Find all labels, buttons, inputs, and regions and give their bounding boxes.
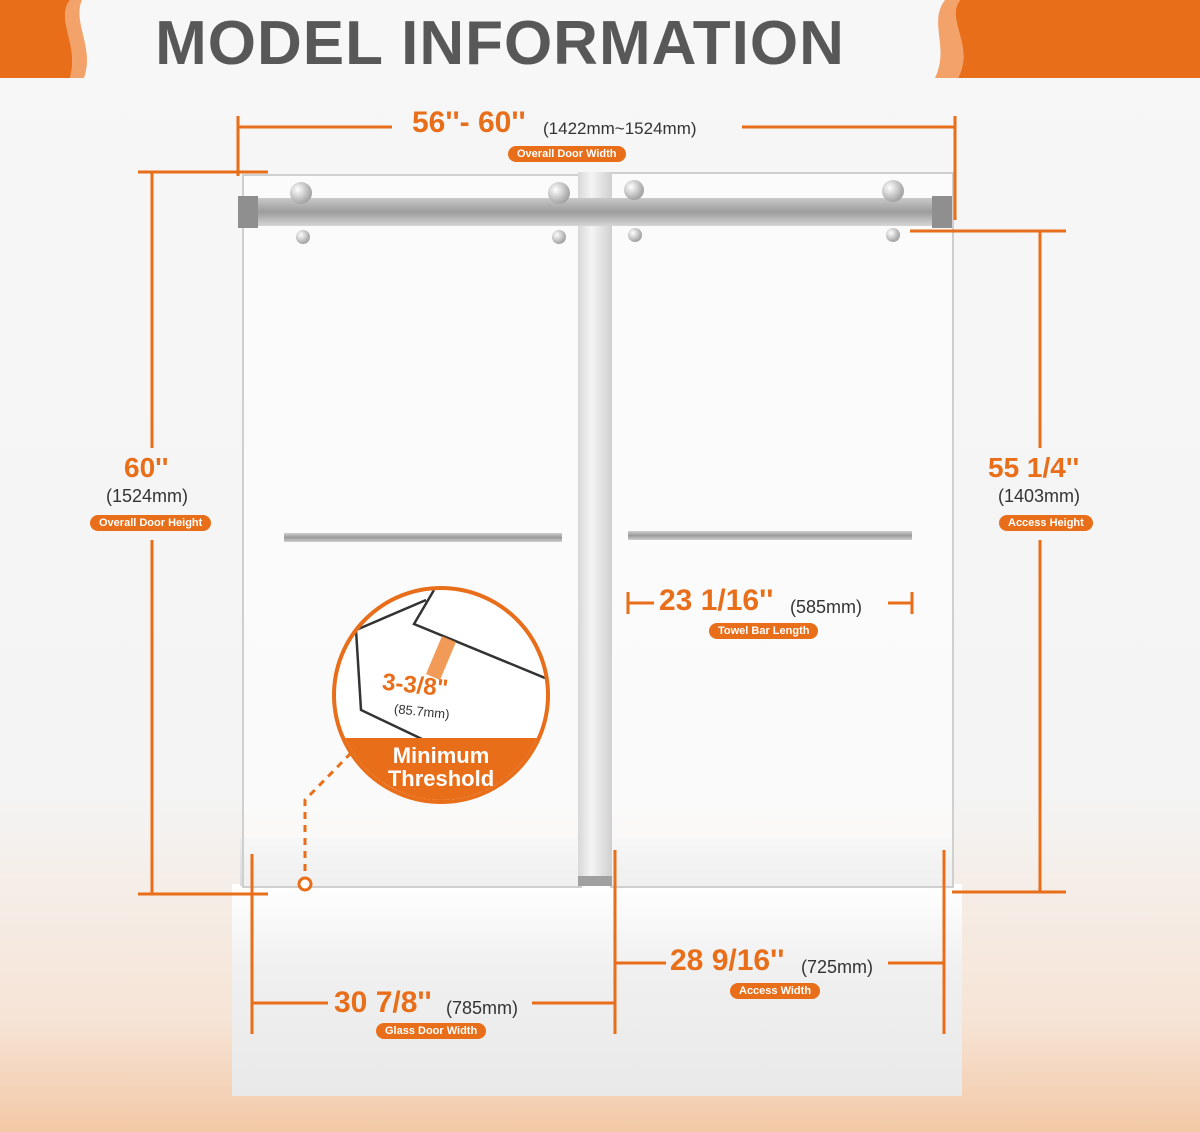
overall-width-mm: (1422mm~1524mm) (543, 119, 697, 138)
roller-icon (290, 182, 312, 204)
bathtub (232, 884, 962, 1096)
roller-icon (548, 182, 570, 204)
access-height-inches: 55 1/4'' (988, 452, 1080, 483)
overall-width-label: Overall Door Width (508, 146, 626, 162)
roller-icon (552, 230, 566, 244)
threshold-callout: 3-3/8" (85.7mm) Minimum Threshold (332, 586, 550, 804)
roller-icon (624, 180, 644, 200)
glass-width-inches: 30 7/8'' (334, 986, 432, 1019)
roller-icon (628, 228, 642, 242)
overall-width-inches: 56''- 60'' (412, 106, 526, 139)
threshold-line1: Minimum (392, 743, 490, 768)
center-divider (578, 172, 612, 884)
rail-end-cap-left (238, 196, 258, 228)
roller-icon (296, 230, 310, 244)
access-height-mm: (1403mm) (998, 486, 1081, 506)
page-title: MODEL INFORMATION (155, 9, 845, 78)
left-towel-bar (284, 533, 562, 542)
glass-width-label: Glass Door Width (376, 1023, 487, 1039)
overall-height-label: Overall Door Height (90, 515, 212, 531)
towel-bar-mm: (585mm) (790, 597, 863, 617)
access-width-inches: 28 9/16'' (670, 944, 785, 977)
rail-end-cap-right (932, 196, 952, 228)
sliding-rail (238, 198, 952, 226)
overall-height-inches: 60'' (124, 452, 169, 483)
access-width-label: Access Width (730, 983, 821, 999)
roller-icon (886, 228, 900, 242)
overall-height-mm: (1524mm) (106, 486, 189, 506)
access-height-label: Access Height (999, 515, 1093, 531)
threshold-line2: Threshold (387, 766, 495, 791)
floor-guide (578, 876, 612, 886)
right-glass-panel (610, 172, 954, 888)
right-towel-bar (628, 531, 912, 540)
header-decoration (0, 0, 1200, 78)
threshold-band: Minimum Threshold (336, 738, 546, 800)
towel-bar-inches: 23 1/16'' (659, 584, 774, 617)
roller-icon (882, 180, 904, 202)
towel-bar-label: Towel Bar Length (709, 623, 819, 639)
glass-width-mm: (785mm) (446, 998, 519, 1018)
access-width-mm: (725mm) (801, 957, 874, 977)
